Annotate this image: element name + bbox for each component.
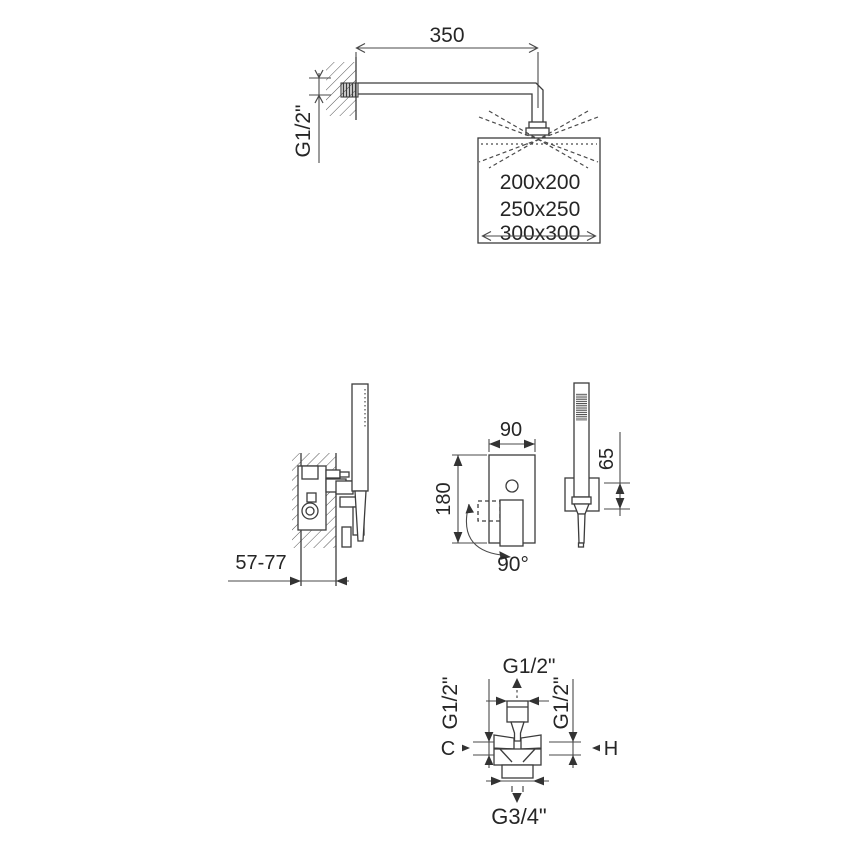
hand-shower-tip: [577, 542, 585, 548]
valve-upper-stub: [325, 469, 341, 479]
valve-wing-right: [520, 734, 542, 750]
head-width-arrow-left: [481, 230, 492, 242]
mixer-side-view: 57-77: [228, 383, 369, 586]
hot-inlet-arrow: [592, 744, 600, 752]
arm-nut-lower: [525, 127, 550, 136]
hand-shower-spray-face: [576, 393, 587, 421]
depth-arrow-left: [290, 576, 301, 586]
wall-thread-arrow-top: [314, 69, 324, 79]
head-width-arrow-right: [586, 230, 597, 242]
left-port-arrow-top: [484, 732, 494, 742]
arm-length-dimension-label: 350: [429, 24, 464, 47]
valve-funnel-right: [522, 748, 536, 763]
left-port-arrow-bottom: [484, 755, 494, 765]
rotation-arc-arrowhead: [499, 551, 511, 560]
arm-nut-upper: [528, 121, 547, 129]
plate-height-label: 180: [433, 482, 455, 515]
hand-shower-handle: [577, 513, 586, 544]
hand-shower-handle-side: [354, 490, 367, 542]
mixer-handle: [499, 499, 524, 547]
outlet-height-label: 65: [596, 448, 618, 470]
top-stub-arrow-left: [496, 696, 507, 706]
width-arrow-left: [489, 439, 500, 449]
head-size-300: 300x300: [500, 222, 581, 245]
lever-handle-tab: [341, 526, 352, 548]
hand-shower-front: 65: [564, 382, 630, 548]
mixer-front-view: 90 180 90°: [433, 419, 536, 576]
shower-head-outline: [477, 137, 601, 244]
valve-upper-stub-cap: [339, 471, 350, 478]
right-port-arrow-top: [568, 732, 578, 742]
top-stub-arrow-right: [528, 696, 539, 706]
valve-cartridge-circle: [301, 502, 319, 520]
valve-lower-body: [493, 748, 542, 766]
width-arrow-right: [524, 439, 535, 449]
cold-label: C: [441, 738, 455, 760]
flow-arrow-up: [512, 678, 522, 688]
dimension-arrow-right: [528, 42, 539, 54]
left-connection-label: G1/2": [439, 677, 462, 730]
plate-width-label: 90: [500, 419, 522, 441]
wall-thread-arrow-bottom: [314, 94, 324, 104]
rotation-arc-start-arrowhead: [465, 504, 474, 514]
valve-detail-square: [306, 492, 317, 503]
handle-rotation-label: 90°: [497, 553, 529, 576]
cold-inlet-arrow: [462, 744, 470, 752]
depth-arrow-right: [336, 576, 347, 586]
overhead-shower-arm-view: 350 G1/2": [292, 24, 550, 163]
valve-wing-left: [493, 734, 515, 750]
depth-range-label: 57-77: [235, 552, 286, 574]
right-connection-label: G1/2": [550, 677, 573, 730]
spray-line: [488, 110, 589, 169]
bottom-connection-label: G3/4": [491, 804, 547, 829]
head-size-200: 200x200: [500, 171, 581, 194]
diverter-button: [505, 479, 519, 493]
shower-arm-inner-line: [358, 93, 533, 122]
bottom-stub-arrow-left: [491, 776, 502, 786]
hand-shower-nut: [571, 496, 592, 505]
height-arrow-bottom: [453, 532, 463, 543]
hand-shower-cone: [573, 503, 590, 515]
valve-top-port: [301, 465, 319, 480]
outlet-arrow-top: [615, 483, 625, 494]
hand-shower-holder-side: [335, 480, 354, 495]
outlet-arrow-bottom: [615, 498, 625, 509]
shower-arm-outer-line: [358, 82, 544, 122]
valve-bottom-stub: [501, 764, 534, 779]
right-port-arrow-bottom: [568, 755, 578, 765]
hot-label: H: [604, 738, 618, 760]
valve-top-stub: [506, 700, 529, 723]
bottom-stub-arrow-right: [533, 776, 544, 786]
hand-shower-body-side: [351, 383, 369, 492]
valve-funnel-left: [499, 748, 513, 763]
dimension-arrow-left: [355, 42, 366, 54]
valve-connection-schematic: G1/2" G3/4" G1/2" C G1/2": [439, 655, 618, 829]
flow-arrow-down: [512, 793, 522, 803]
wall-thread-label: G1/2": [292, 105, 315, 158]
top-connection-label: G1/2": [503, 655, 556, 678]
head-size-250: 250x250: [500, 198, 581, 221]
height-arrow-top: [453, 455, 463, 466]
valve-cartridge-inner-circle: [305, 506, 315, 516]
threaded-wall-connector: [340, 82, 359, 98]
shower-head-plan: 200x200 250x250 300x300: [477, 110, 601, 245]
